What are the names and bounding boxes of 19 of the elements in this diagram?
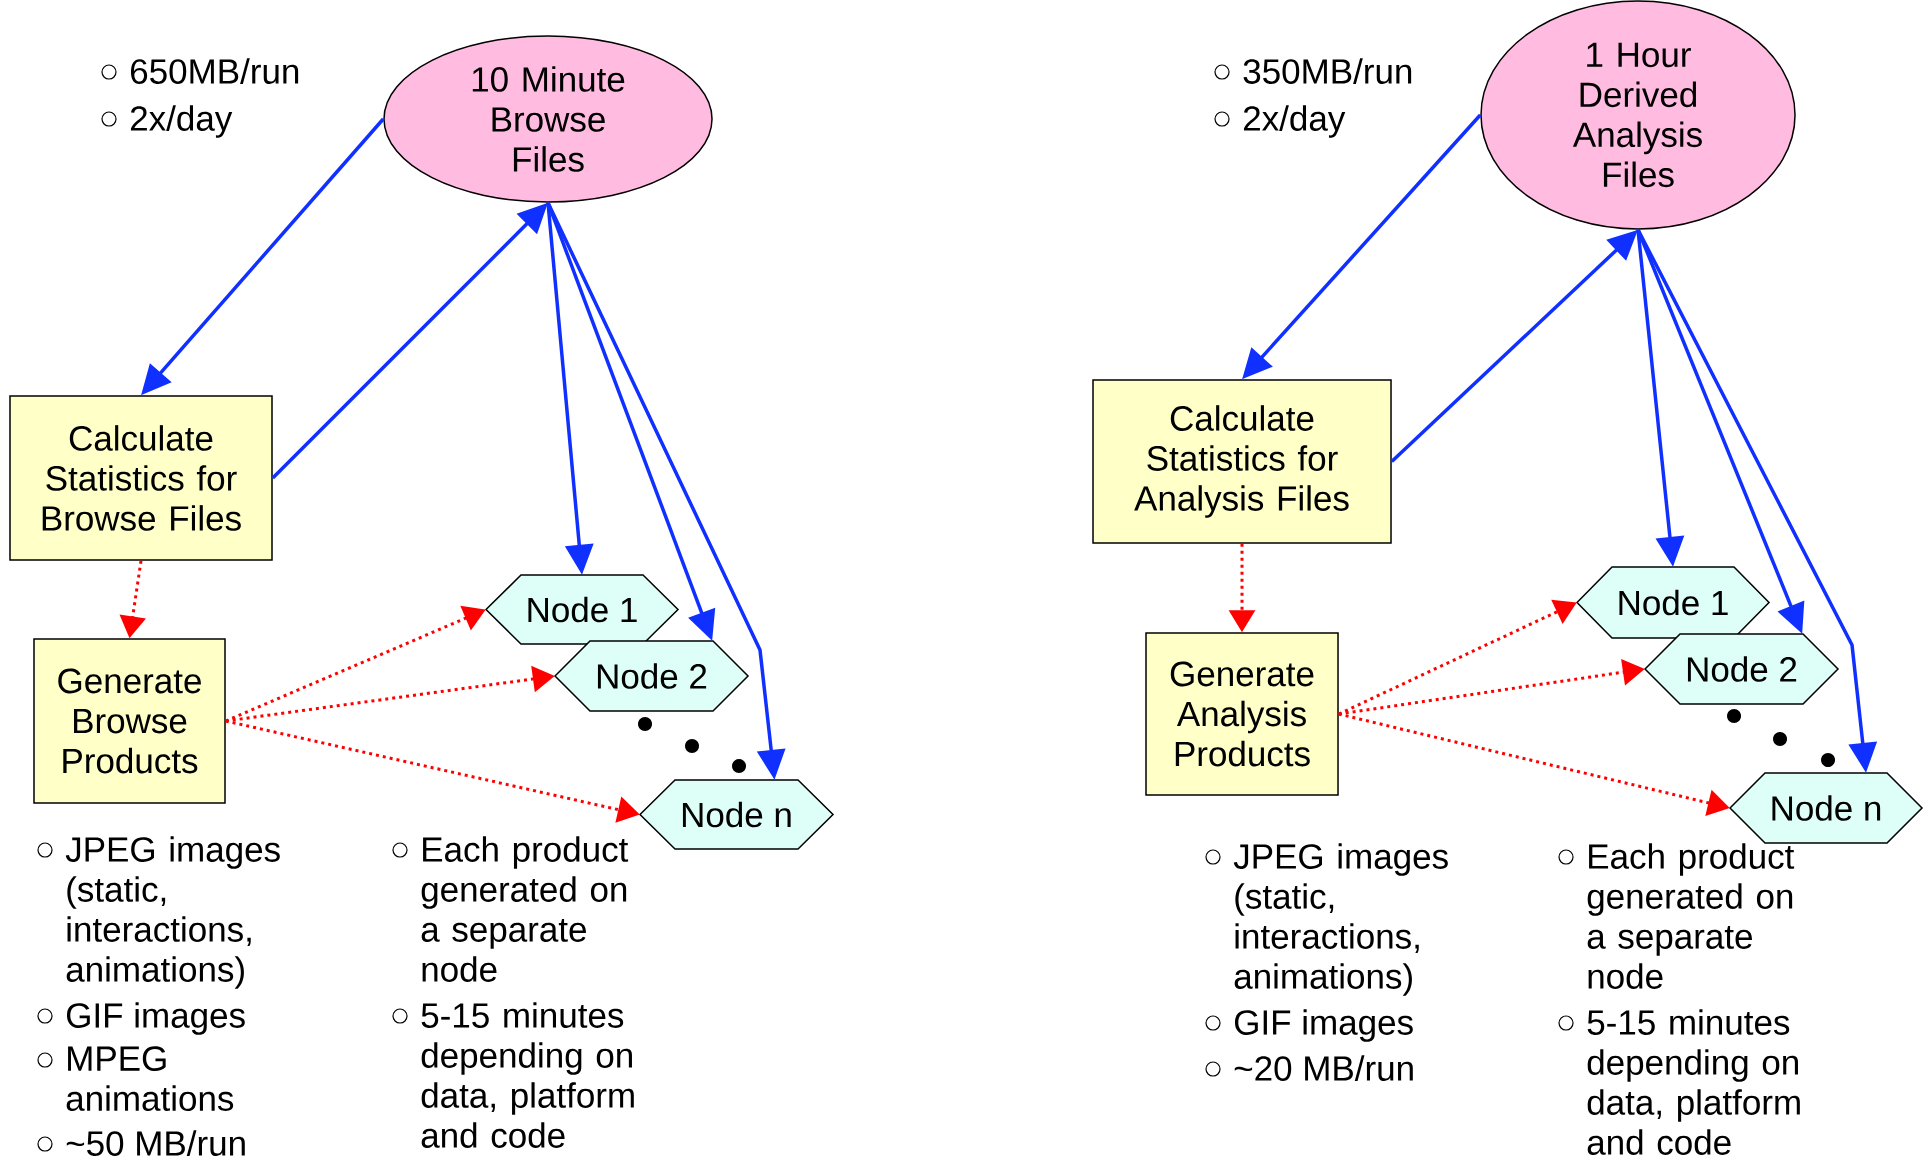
bullet-item: 350MB/run (1214, 58, 1412, 84)
bullet-item: GIF images (1205, 1009, 1413, 1042)
bullet-item: 5-15 minutes depending on data, platform and code (392, 1002, 634, 1148)
bullet-item: ~50 MB/run (37, 1130, 245, 1156)
bullet-item: 2x/day (101, 105, 233, 138)
process-box: Generate Browse Products (33, 638, 226, 804)
bullet-item: JPEG images (static, interactions, animations) (37, 836, 280, 989)
process-box: Generate Analysis Products (1145, 632, 1339, 796)
bullet-item: Each product generated on a separate node (392, 836, 629, 982)
bullet-item: 650MB/run (101, 58, 299, 84)
bullet-item: 2x/day (1214, 105, 1346, 138)
bullet-item: JPEG images (static, interactions, animations) (1205, 843, 1448, 996)
bullet-item: MPEG animations (37, 1046, 234, 1111)
bullet-item: GIF images (37, 1002, 245, 1035)
process-box: Calculate Statistics for Browse Files (9, 395, 273, 561)
bullet-item: 5-15 minutes depending on data, platform and code (1558, 1009, 1800, 1155)
bullet-item: Each product generated on a separate node (1558, 843, 1795, 989)
process-box: Calculate Statistics for Analysis Files (1092, 379, 1392, 544)
bullet-item: ~20 MB/run (1205, 1055, 1413, 1081)
